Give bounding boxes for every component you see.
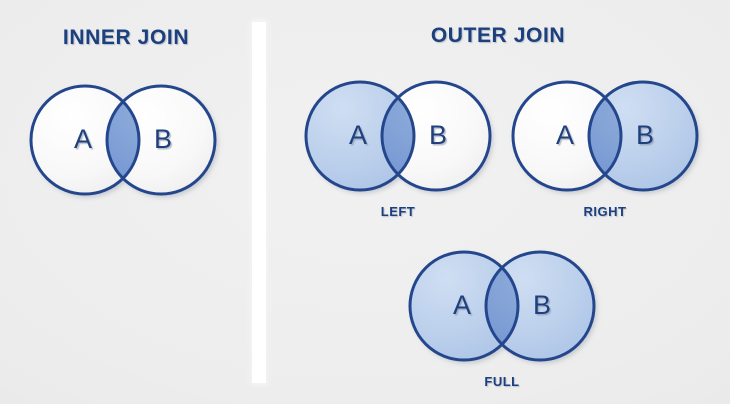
venn-label-a: A: [348, 120, 367, 150]
venn-circle-a-outline: [511, 80, 623, 192]
venn-circle-b-outline: [484, 250, 596, 362]
venn-circle-a: [513, 82, 621, 190]
venn-label-a: A: [452, 290, 471, 320]
venn-left-outer-join: A B LEFT: [303, 78, 493, 219]
venn-circle-a: [31, 86, 139, 194]
venn-circle-b-outline: [105, 84, 217, 196]
venn-label-a: A: [73, 124, 92, 154]
venn-circle-a-outline: [304, 80, 416, 192]
venn-right-outer-join: A B RIGHT: [510, 78, 700, 219]
venn-circle-a: [306, 82, 414, 190]
venn-circle-b: [107, 86, 215, 194]
venn-label-b: B: [532, 290, 551, 320]
outer-join-title: OUTER JOIN: [430, 24, 566, 47]
venn-circle-a-outline: [408, 250, 520, 362]
venn-caption-right: RIGHT: [583, 204, 627, 219]
inner-join-title: INNER JOIN: [62, 26, 190, 49]
venn-circle-b-outline: [380, 80, 492, 192]
section-divider: [252, 22, 266, 383]
venn-full-outer-join: A B FULL: [407, 248, 597, 389]
venn-inner-join: A B: [28, 82, 218, 198]
venn-circle-a: [410, 252, 518, 360]
venn-label-b: B: [635, 120, 654, 150]
venn-caption-left: LEFT: [380, 204, 416, 219]
venn-circle-b: [486, 252, 594, 360]
venn-circle-b-outline: [587, 80, 699, 192]
venn-circle-a-outline: [29, 84, 141, 196]
venn-label-b: B: [428, 120, 447, 150]
venn-label-a: A: [555, 120, 574, 150]
venn-circle-b: [382, 82, 490, 190]
venn-label-b: B: [153, 124, 172, 154]
venn-caption-full: FULL: [484, 374, 520, 389]
venn-circle-b: [589, 82, 697, 190]
